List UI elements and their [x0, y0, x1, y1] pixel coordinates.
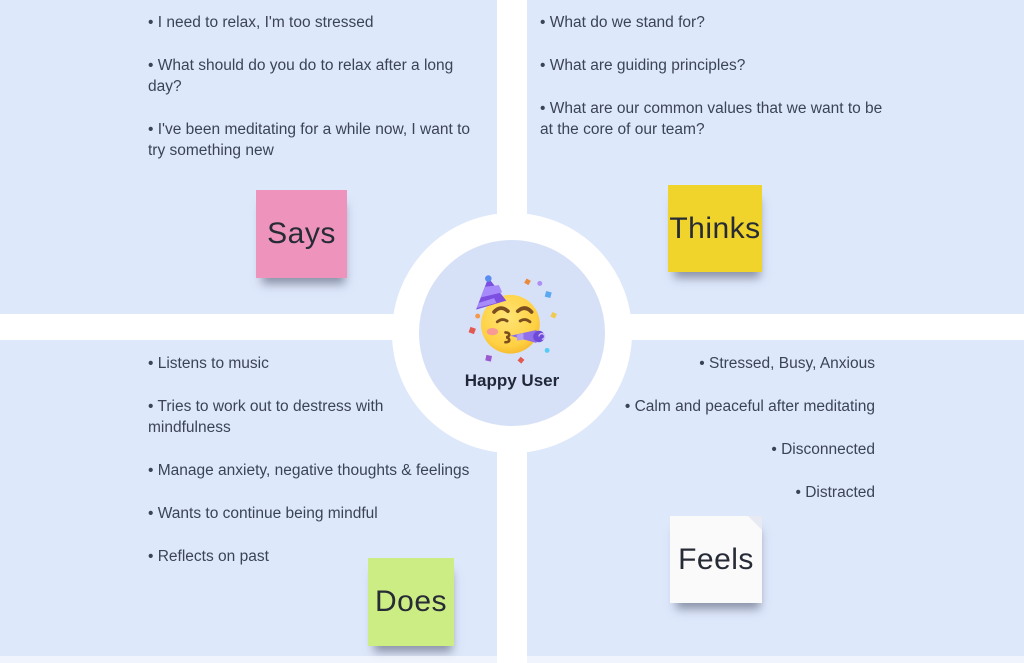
says-quadrant-text: I need to relax, I'm too stressed What s… — [148, 12, 478, 183]
does-item: Manage anxiety, negative thoughts & feel… — [148, 460, 470, 481]
does-quadrant-text: Listens to music Tries to work out to de… — [148, 353, 470, 589]
persona-label: Happy User — [464, 371, 560, 390]
feels-item: Distracted — [535, 482, 875, 503]
thinks-item: What are guiding principles? — [540, 55, 885, 76]
does-item: Listens to music — [148, 353, 470, 374]
bottom-edge-strip — [0, 656, 1024, 663]
says-item: I need to relax, I'm too stressed — [148, 12, 478, 33]
says-item: What should do you do to relax after a l… — [148, 55, 478, 97]
does-sticky-note[interactable]: Does — [368, 558, 454, 646]
says-sticky-note[interactable]: Says — [256, 190, 347, 278]
says-item: I've been meditating for a while now, I … — [148, 119, 478, 161]
does-item: Wants to continue being mindful — [148, 503, 470, 524]
feels-sticky-note[interactable]: Feels — [670, 516, 762, 603]
feels-item: Disconnected — [535, 439, 875, 460]
thinks-note-label: Thinks — [669, 211, 761, 245]
does-item: Reflects on past — [148, 546, 470, 567]
party-face-emoji — [468, 275, 557, 364]
does-item: Tries to work out to destress with mindf… — [148, 396, 470, 438]
feels-quadrant-text: Stressed, Busy, Anxious Calm and peacefu… — [535, 353, 875, 525]
feels-note-label: Feels — [678, 542, 754, 576]
feels-item: Stressed, Busy, Anxious — [535, 353, 875, 374]
thinks-item: What do we stand for? — [540, 12, 885, 33]
says-note-label: Says — [267, 217, 336, 250]
feels-item: Calm and peaceful after meditating — [535, 396, 875, 417]
thinks-sticky-note[interactable]: Thinks — [668, 185, 762, 272]
thinks-quadrant-text: What do we stand for? What are guiding p… — [540, 12, 885, 162]
persona-circle[interactable]: Happy User — [392, 213, 632, 453]
thinks-item: What are our common values that we want … — [540, 98, 885, 140]
does-note-label: Does — [374, 585, 448, 618]
